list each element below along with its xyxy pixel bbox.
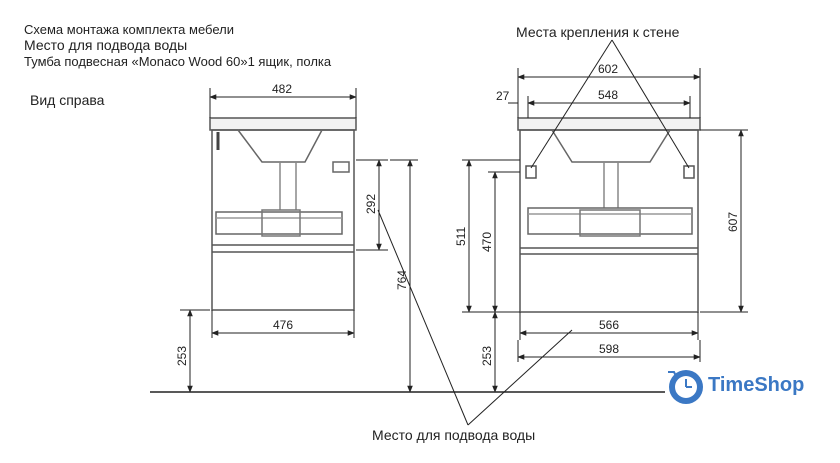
product-name: Тумба подвесная «Monaco Wood 60»1 ящик, … xyxy=(24,54,332,69)
dim-label-476: 476 xyxy=(273,318,293,332)
dim-label-607: 607 xyxy=(726,212,740,232)
dim-label-602: 602 xyxy=(598,62,618,76)
dim-566 xyxy=(519,312,699,340)
dim-label-27: 27 xyxy=(496,89,510,103)
dim-label-548: 548 xyxy=(598,88,618,102)
dim-598 xyxy=(517,340,701,362)
wall-mount-pointers xyxy=(530,39,690,169)
diagram-title: Схема монтажа комплекта мебели xyxy=(24,22,234,37)
dim-476 xyxy=(211,310,355,338)
dim-label-566: 566 xyxy=(599,318,619,332)
dim-511 xyxy=(462,159,520,313)
dim-292 xyxy=(356,159,388,251)
timeshop-logo-icon xyxy=(668,370,703,404)
front-view-cabinet xyxy=(517,117,701,313)
wall-mount-label: Места крепления к стене xyxy=(516,24,680,40)
dim-label-482: 482 xyxy=(272,82,292,96)
brand-logo[interactable]: TimeShop xyxy=(708,374,805,396)
dim-764 xyxy=(390,159,418,393)
dim-label-253-left: 253 xyxy=(175,346,189,366)
water-supply-pointers xyxy=(377,209,573,426)
dim-label-598: 598 xyxy=(599,342,619,356)
dim-label-470: 470 xyxy=(480,232,494,252)
water-supply-label: Место для подвода воды xyxy=(372,427,536,443)
dim-548 xyxy=(508,96,691,118)
dim-602 xyxy=(517,68,701,118)
dim-607 xyxy=(700,129,748,313)
dim-label-511: 511 xyxy=(454,227,468,246)
dim-label-292: 292 xyxy=(364,194,378,214)
dim-label-253-right: 253 xyxy=(480,346,494,366)
diagram-subtitle: Место для подвода воды xyxy=(24,37,188,53)
dim-470 xyxy=(488,171,520,313)
dim-482 xyxy=(209,88,357,118)
dim-253-left xyxy=(180,309,210,393)
side-view-label: Вид справа xyxy=(30,92,105,108)
side-view-cabinet xyxy=(209,117,357,311)
